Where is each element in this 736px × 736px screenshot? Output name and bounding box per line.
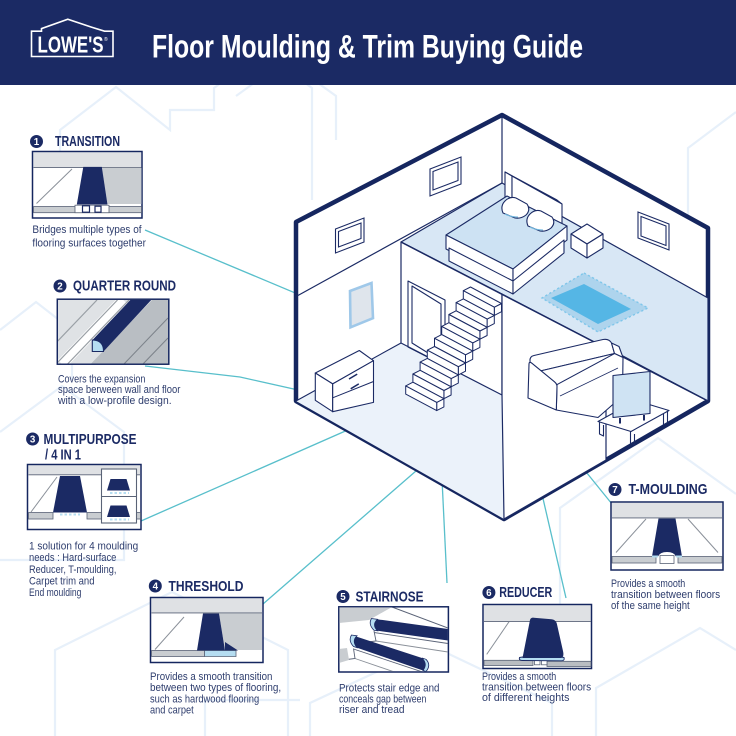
svg-text:and carpet: and carpet bbox=[150, 705, 194, 717]
svg-text:Provides a smooth: Provides a smooth bbox=[611, 578, 685, 590]
svg-text:7: 7 bbox=[612, 485, 618, 496]
svg-text:transition between floors: transition between floors bbox=[482, 682, 592, 694]
svg-text:Protects stair edge and: Protects stair edge and bbox=[339, 683, 440, 695]
svg-text:LOWE'S: LOWE'S bbox=[38, 32, 104, 58]
svg-text:QUARTER ROUND: QUARTER ROUND bbox=[73, 278, 176, 295]
svg-text:STAIRNOSE: STAIRNOSE bbox=[356, 588, 424, 605]
svg-text:between two types of flooring,: between two types of flooring, bbox=[150, 682, 281, 694]
svg-text:1 solution for 4 moulding: 1 solution for 4 moulding bbox=[29, 541, 138, 553]
svg-text:MULTIPURPOSE: MULTIPURPOSE bbox=[44, 431, 137, 448]
svg-text:Carpet trim and: Carpet trim and bbox=[29, 575, 95, 587]
svg-text:6: 6 bbox=[486, 588, 492, 599]
svg-text:THRESHOLD: THRESHOLD bbox=[169, 578, 244, 595]
svg-text:4: 4 bbox=[153, 581, 159, 592]
svg-text:REDUCER: REDUCER bbox=[499, 584, 552, 601]
svg-text:®: ® bbox=[104, 36, 108, 43]
svg-text:5: 5 bbox=[340, 592, 346, 603]
svg-text:of the same height: of the same height bbox=[611, 600, 690, 612]
svg-text:with a low-profile design.: with a low-profile design. bbox=[57, 395, 172, 407]
svg-text:conceals gap between: conceals gap between bbox=[339, 693, 426, 705]
svg-text:Floor Moulding & Trim Buying G: Floor Moulding & Trim Buying Guide bbox=[152, 28, 583, 64]
svg-text:riser and tread: riser and tread bbox=[339, 704, 405, 716]
svg-text:Bridges multiple types of: Bridges multiple types of bbox=[32, 224, 142, 236]
svg-text:Provides a smooth: Provides a smooth bbox=[482, 671, 556, 683]
svg-text:2: 2 bbox=[57, 281, 63, 292]
svg-text:End moulding: End moulding bbox=[29, 587, 81, 599]
svg-text:flooring surfaces together: flooring surfaces together bbox=[32, 237, 146, 249]
svg-text:needs : Hard-surface: needs : Hard-surface bbox=[29, 552, 116, 564]
svg-text:/ 4 IN 1: / 4 IN 1 bbox=[45, 447, 81, 464]
svg-text:Provides a smooth transition: Provides a smooth transition bbox=[150, 671, 272, 683]
svg-text:space berween wall and floor: space berween wall and floor bbox=[58, 384, 181, 396]
svg-text:of different heights: of different heights bbox=[482, 692, 570, 704]
svg-text:1: 1 bbox=[34, 137, 40, 148]
svg-text:TRANSITION: TRANSITION bbox=[55, 133, 120, 150]
svg-text:Reducer, T-moulding,: Reducer, T-moulding, bbox=[29, 564, 116, 576]
svg-text:3: 3 bbox=[30, 434, 36, 445]
svg-text:Covers the expansion: Covers the expansion bbox=[58, 374, 145, 386]
svg-text:T-MOULDING: T-MOULDING bbox=[629, 481, 708, 498]
svg-text:transition between floors: transition between floors bbox=[611, 589, 721, 601]
svg-text:such as hardwood flooring: such as hardwood flooring bbox=[150, 693, 259, 705]
